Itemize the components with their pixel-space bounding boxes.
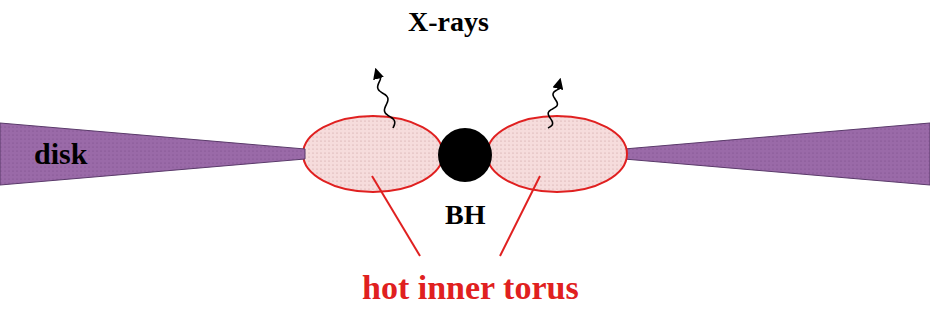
xray-arrow [548,80,560,128]
leader-line [500,176,540,256]
node-label: disk [34,137,87,172]
callout-label: hot inner torus [362,268,579,307]
torus-left [303,116,443,192]
node-label: BH [445,199,485,231]
black-hole: BH [425,127,505,237]
disk-band: disk [0,118,306,190]
disk-band [624,123,930,185]
torus-right [487,116,627,192]
leader-line [372,176,420,256]
xray-arrow [376,70,395,128]
xray-label: X-rays [408,6,489,38]
